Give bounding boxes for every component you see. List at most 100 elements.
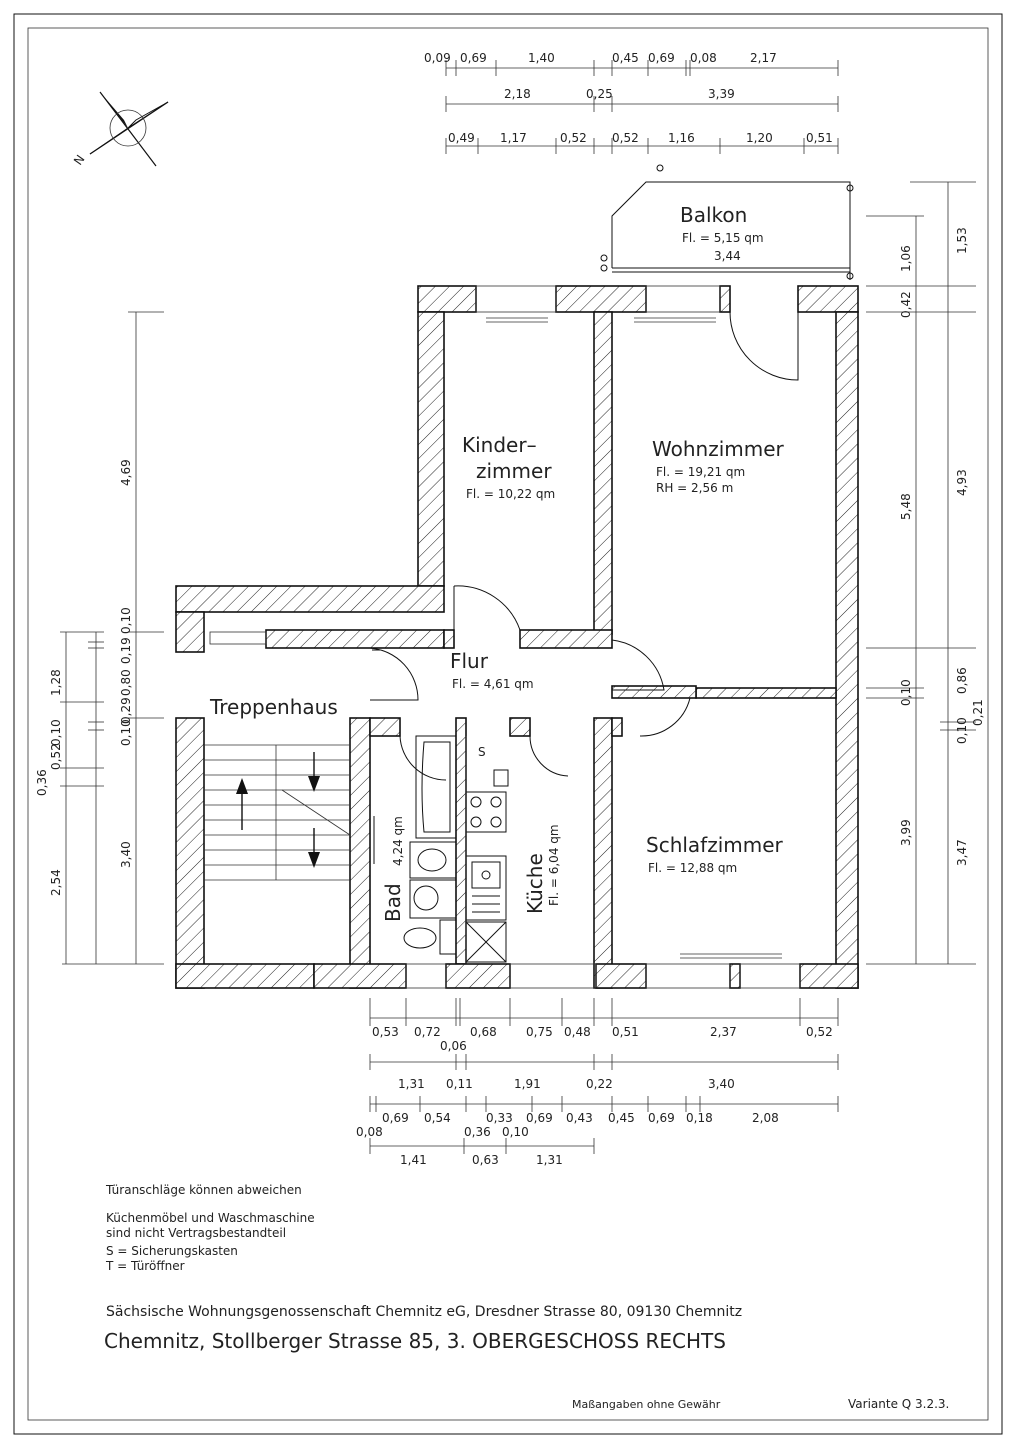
dim-bottom-3: 2,08	[752, 1111, 779, 1125]
dim-right-outer: 0,86	[955, 667, 969, 694]
dim-right-inner: 0,42	[899, 291, 913, 318]
dim-bottom-3: 0,08	[356, 1125, 383, 1139]
dim-left-outer: 4,69	[119, 459, 133, 486]
dim-top-3: 1,16	[668, 131, 695, 145]
dim-right-inner: 0,10	[899, 679, 913, 706]
room-area-balkon: Fl. = 5,15 qm	[682, 231, 764, 245]
room-width-balkon: 3,44	[714, 249, 741, 263]
compass-icon	[89, 91, 169, 167]
bathtub	[415, 735, 457, 839]
dim-top-3: 0,52	[560, 131, 587, 145]
note-door-swing: Türanschläge können abweichen	[105, 1183, 302, 1197]
dim-left-inner: 0,80	[119, 669, 133, 696]
room-area-wohnzimmer: Fl. = 19,21 qm	[656, 465, 745, 479]
washing-machine	[409, 879, 457, 919]
compass-north-label: N	[71, 152, 88, 167]
dim-left-inner: 0,19	[119, 637, 133, 664]
dim-bottom-1: 0,68	[470, 1025, 497, 1039]
room-name-flur: Flur	[450, 649, 489, 673]
dim-left-inner: 0,52	[49, 743, 63, 770]
left-dimensions: 4,69 3,40 0,19 0,10 1,28 0,80 0,10 0,29 …	[35, 311, 164, 965]
room-name-wohnzimmer: Wohnzimmer	[652, 437, 785, 461]
dim-bottom-2: 0,11	[446, 1077, 473, 1091]
dim-bottom-4: 0,63	[472, 1153, 499, 1167]
room-name-kinderzimmer: Kinder–	[462, 433, 537, 457]
dim-right-outer: 3,47	[955, 839, 969, 866]
dim-top-1: 0,69	[460, 51, 487, 65]
room-name-balkon: Balkon	[680, 203, 747, 227]
dim-top-1: 0,08	[690, 51, 717, 65]
dim-top-1: 2,17	[750, 51, 777, 65]
dim-left-inner: 0,10	[119, 607, 133, 634]
dim-bottom-2: 1,31	[398, 1077, 425, 1091]
dim-top-2: 0,25	[586, 87, 613, 101]
room-area-flur: Fl. = 4,61 qm	[452, 677, 534, 691]
dim-right-inner: 3,99	[899, 819, 913, 846]
dim-left-inner: 1,28	[49, 669, 63, 696]
right-dimensions: 1,06 0,42 5,48 0,10 3,99 1,53 4,93 0,86 …	[866, 181, 985, 965]
dim-bottom-3: 0,69	[648, 1111, 675, 1125]
washbasin	[409, 841, 457, 879]
dim-bottom-1: 0,72	[414, 1025, 441, 1039]
dim-bottom-4: 0,10	[502, 1125, 529, 1139]
dim-top-3: 0,51	[806, 131, 833, 145]
dim-bottom-3: 0,33	[486, 1111, 513, 1125]
dim-bottom-1: 0,53	[372, 1025, 399, 1039]
dim-bottom-4: 0,36	[464, 1125, 491, 1139]
dim-right-outer: 4,93	[955, 469, 969, 496]
dim-top-1: 1,40	[528, 51, 555, 65]
dim-bottom-3: 0,45	[608, 1111, 635, 1125]
dim-bottom-4: 1,41	[400, 1153, 427, 1167]
dim-bottom-1: 0,75	[526, 1025, 553, 1039]
room-name-schlafzimmer: Schlafzimmer	[646, 833, 784, 857]
dim-bottom-3: 0,54	[424, 1111, 451, 1125]
dim-top-3: 0,52	[612, 131, 639, 145]
dim-bottom-3: 0,43	[566, 1111, 593, 1125]
dim-bottom-1: 0,06	[440, 1039, 467, 1053]
note-door-opener-legend: T = Türöffner	[105, 1259, 185, 1273]
dim-right-outer: 1,53	[955, 227, 969, 254]
dim-right-inner: 5,48	[899, 493, 913, 520]
dim-top-2: 2,18	[504, 87, 531, 101]
footer-address: Chemnitz, Stollberger Strasse 85, 3. OBE…	[104, 1329, 726, 1353]
balcony-outline	[600, 164, 854, 280]
dim-left-inner: 0,10	[49, 719, 63, 746]
room-height-wohnzimmer: RH = 2,56 m	[656, 481, 733, 495]
dim-bottom-2: 3,40	[708, 1077, 735, 1091]
room-area-schlafzimmer: Fl. = 12,88 qm	[648, 861, 737, 875]
windows	[209, 285, 801, 989]
kitchen-sink	[465, 855, 507, 921]
dim-top-1: 0,45	[612, 51, 639, 65]
dim-bottom-3: 0,69	[526, 1111, 553, 1125]
note-fuse-legend: S = Sicherungskasten	[106, 1244, 238, 1258]
dim-top-2: 3,39	[708, 87, 735, 101]
dim-left-inner: 0,29	[119, 697, 133, 724]
stove	[465, 791, 507, 833]
toilet	[403, 919, 457, 955]
dim-bottom-1: 2,37	[710, 1025, 737, 1039]
kitchen-cabinet	[465, 921, 507, 963]
dim-top-3: 1,17	[500, 131, 527, 145]
stair-arrow-up-icon	[236, 778, 248, 830]
room-name-kinderzimmer-2: zimmer	[476, 459, 552, 483]
note-not-contract: sind nicht Vertragsbestandteil	[106, 1226, 286, 1240]
fuse-box	[493, 769, 509, 787]
dim-top-1: 0,09	[424, 51, 451, 65]
dim-top-3: 1,20	[746, 131, 773, 145]
footer-variant: Variante Q 3.2.3.	[848, 1397, 949, 1411]
fuse-box-label: S	[478, 745, 486, 759]
dim-bottom-4: 1,31	[536, 1153, 563, 1167]
dim-bottom-1: 0,51	[612, 1025, 639, 1039]
top-dimensions: 0,09 0,69 1,40 0,45 0,69 0,08 2,17 2,18 …	[424, 51, 839, 154]
walls	[175, 285, 859, 989]
dim-bottom-2: 1,91	[514, 1077, 541, 1091]
dim-left-inner: 2,54	[49, 869, 63, 896]
dim-bottom-3: 0,69	[382, 1111, 409, 1125]
dim-left-inner: 0,10	[119, 719, 133, 746]
room-name-kueche: Küche	[523, 853, 547, 914]
footer-disclaimer: Maßangaben ohne Gewähr	[572, 1398, 721, 1411]
note-kitchen-furniture: Küchenmöbel und Waschmaschine	[106, 1211, 315, 1225]
dim-bottom-2: 0,22	[586, 1077, 613, 1091]
room-area-kinderzimmer: Fl. = 10,22 qm	[466, 487, 555, 501]
